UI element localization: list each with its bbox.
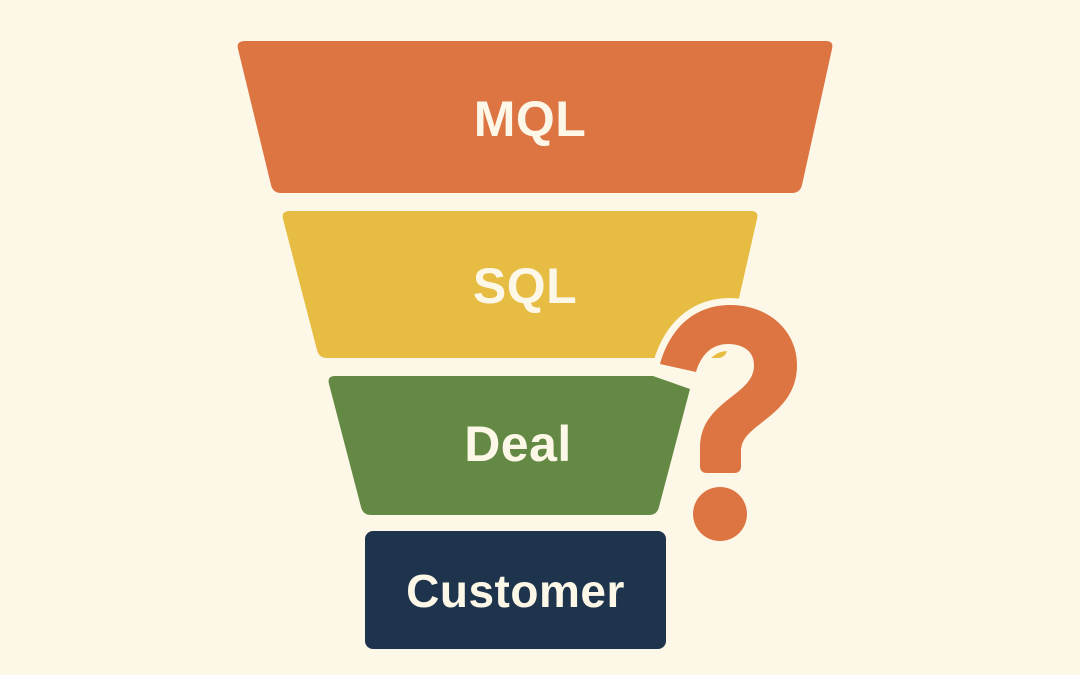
funnel-stage-mql xyxy=(237,41,833,193)
question-mark-icon xyxy=(653,298,804,541)
funnel-stage-deal xyxy=(328,376,690,515)
stage-label-customer: Customer xyxy=(406,565,625,617)
stage-label-deal: Deal xyxy=(464,416,572,472)
funnel-stage-customer xyxy=(365,531,666,649)
stage-label-mql: MQL xyxy=(473,91,587,147)
stage-label-sql: SQL xyxy=(472,258,578,314)
funnel-stage-sql xyxy=(282,211,758,358)
